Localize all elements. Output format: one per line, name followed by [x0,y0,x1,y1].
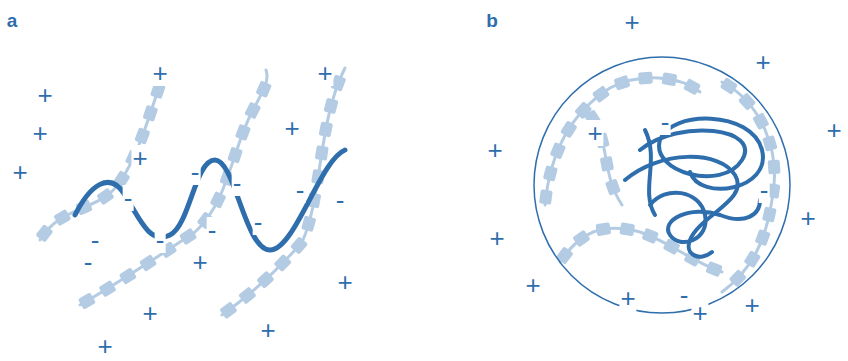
charge-sign: + [623,9,640,35]
chain-bead [556,246,574,264]
charge-sign: + [336,269,353,295]
charge-sign: + [799,205,816,231]
chain-bead [119,267,137,285]
charge-sign: - [123,185,134,211]
charge-sign: + [141,300,158,326]
charge-sign: + [11,159,28,185]
charge-sign: - [295,177,306,203]
charge-sign: + [586,120,603,146]
chain-bead [78,292,96,309]
chain-bead [605,178,621,195]
charge-sign: - [660,109,671,135]
chain-bead [661,72,677,86]
chain-bead [274,254,292,272]
chain-bead [539,189,553,204]
chain-bead [768,160,781,175]
charge-sign: - [207,217,218,243]
charge-sign: + [743,292,760,318]
chain-bead [729,269,747,287]
charge-sign: + [524,272,541,298]
charge-sign: + [31,120,48,146]
chain-bead [543,165,558,182]
chain-bead [560,120,578,138]
chain-bead [595,222,611,236]
chain-bead [235,124,251,141]
chain-bead [256,271,274,289]
chain-bead [641,228,659,245]
charge-sign: + [36,82,53,108]
dna-strand [75,150,345,250]
charge-sign: + [619,285,636,311]
charge-sign: - [253,209,264,235]
chain-bead [219,301,237,319]
chain-bead [244,102,261,120]
charge-sign: + [754,49,771,75]
chain-bead [600,156,614,172]
chain-bead [290,236,308,254]
chain-bead [592,85,610,103]
condensed-dna [625,119,763,257]
charge-sign: - [232,170,243,196]
charge-sign: + [283,115,300,141]
chain-bead [134,127,150,144]
chain-bead [35,224,53,242]
chain-bead [238,286,256,304]
chain-bead [210,191,227,209]
chain-bead [762,135,777,152]
charge-sign: - [679,282,690,308]
charge-sign: - [83,249,94,275]
chain-bead [638,72,653,85]
chain-bead [613,75,630,91]
chain-bead [323,98,338,115]
light-chain [222,68,345,315]
charge-sign: + [316,60,333,86]
charge-sign: + [259,317,276,343]
chain-bead [550,142,566,160]
chain-bead [227,147,243,164]
chain-bead [705,261,722,277]
charge-sign: + [691,300,708,326]
charge-sign: + [131,145,148,171]
chain-bead [755,229,771,246]
light-chain [80,70,267,305]
charge-sign: + [825,117,842,143]
chain-bead [179,228,197,246]
panel-letter: b [485,11,499,30]
charge-sign: + [151,60,168,86]
chain-bead [98,280,116,298]
chain-bead [53,209,71,226]
chain-bead [139,254,157,272]
chain-bead [319,121,333,137]
chain-bead [572,230,590,248]
chain-bead [752,112,769,130]
charge-sign: - [190,159,201,185]
charge-sign: + [96,333,113,359]
charge-sign: - [759,177,770,203]
chain-bead [96,188,114,206]
chain-bead [301,215,316,232]
panel-letter: a [6,11,19,30]
chain-bead [683,78,701,95]
chain-bead [142,105,158,122]
charge-sign: + [486,137,503,163]
chain-bead [315,145,329,161]
charge-sign: + [191,249,208,275]
charge-sign: - [155,227,166,253]
chain-bead [619,222,635,236]
chain-bead [744,250,762,268]
chain-bead [255,80,272,98]
nanoparticle-outline [534,57,790,313]
chain-bead [762,206,777,222]
light-chain [40,70,165,240]
charge-sign: + [488,225,505,251]
charge-sign: - [335,187,346,213]
